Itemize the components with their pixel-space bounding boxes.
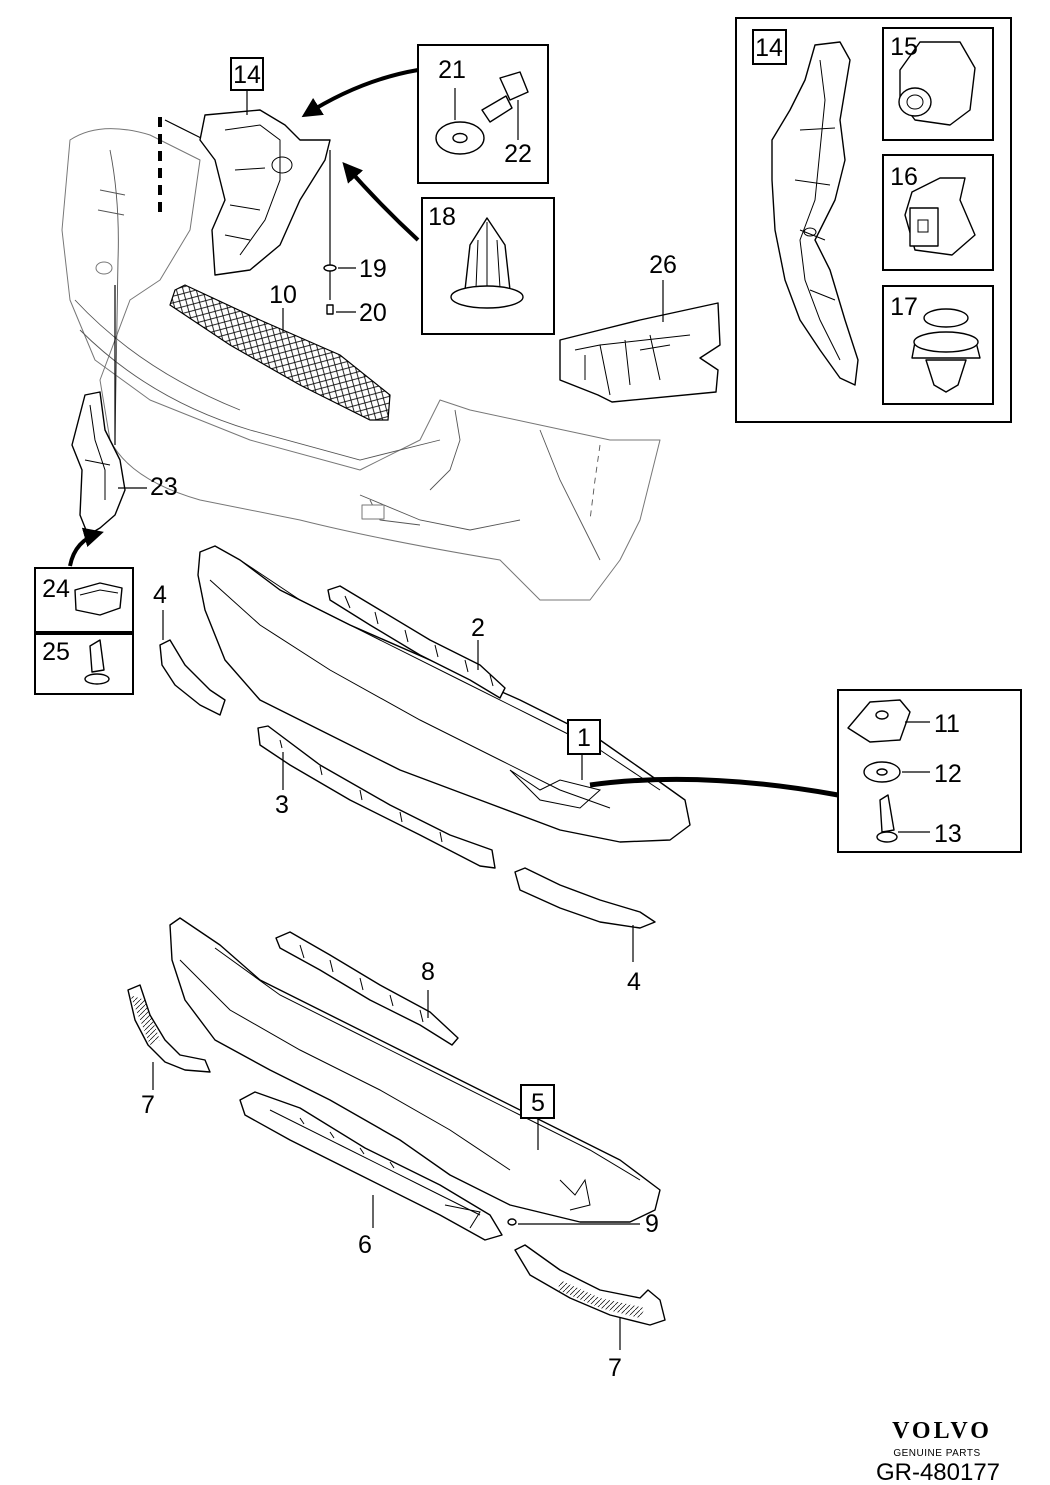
- callout-15: 15: [890, 33, 918, 61]
- part-18-push-rivet: [450, 217, 524, 309]
- callout-6: 6: [358, 1231, 372, 1259]
- part-24-clip: [74, 582, 123, 616]
- genuine-parts-tagline: GENUINE PARTS: [893, 1448, 980, 1459]
- callout-12: 12: [934, 760, 962, 788]
- callout-24: 24: [42, 575, 70, 603]
- part-4-trim-left: [159, 639, 226, 716]
- part-14-bracket: [199, 109, 331, 276]
- part-3-trim-strip: [257, 725, 496, 869]
- callout-20: 20: [359, 299, 387, 327]
- callout-13: 13: [934, 820, 962, 848]
- part-13-push-pin: [876, 794, 898, 843]
- callout-4-left: 4: [153, 581, 167, 609]
- part-6-skid-plate: [239, 1091, 503, 1241]
- callout-4-right: 4: [627, 968, 641, 996]
- callout-25: 25: [42, 638, 70, 666]
- callout-19: 19: [359, 255, 387, 283]
- part-4-trim-right: [514, 867, 656, 929]
- callout-7-right: 7: [608, 1354, 622, 1382]
- callout-box-1: [567, 719, 601, 755]
- callout-10: 10: [269, 281, 297, 309]
- callout-14-left: 14: [233, 61, 261, 89]
- part-25-push-pin: [84, 639, 110, 685]
- part-14-bracket-detail: [771, 41, 859, 386]
- part-8-retainer: [275, 931, 459, 1046]
- callout-box-14-right: [752, 29, 787, 65]
- part-21-washer: [435, 121, 485, 155]
- part-20-screw: [326, 304, 334, 315]
- part-22-bolt: [481, 71, 529, 123]
- part-2-retainer: [327, 585, 506, 699]
- part-12-washer: [863, 761, 901, 783]
- box-25: [34, 633, 134, 695]
- part-23-bracket: [71, 391, 126, 536]
- part-11-speed-nut: [847, 699, 911, 743]
- callout-16: 16: [890, 163, 918, 191]
- callout-21: 21: [438, 56, 466, 84]
- part-26-side-bracket: [559, 302, 721, 403]
- callout-1: 1: [577, 724, 591, 752]
- callout-17: 17: [890, 293, 918, 321]
- part-15-connector: [898, 41, 976, 126]
- callout-8: 8: [421, 958, 435, 986]
- diagram-reference-code: GR-480177: [876, 1459, 1000, 1485]
- box-21-22: [417, 44, 549, 184]
- callout-14-right: 14: [755, 34, 783, 62]
- part-7-trim-left: [127, 984, 211, 1073]
- part-17-push-clip: [911, 308, 981, 393]
- callout-2: 2: [471, 614, 485, 642]
- callout-22: 22: [504, 140, 532, 168]
- part-16-clip-nut: [904, 177, 976, 256]
- callout-5: 5: [531, 1089, 545, 1117]
- part-19-clip: [323, 264, 337, 272]
- callout-9: 9: [645, 1210, 659, 1238]
- part-7-trim-right: [514, 1244, 666, 1326]
- part-9-clip: [507, 1218, 517, 1226]
- callout-23: 23: [150, 473, 178, 501]
- callout-26: 26: [649, 251, 677, 279]
- volvo-logo: VOLVO: [892, 1418, 992, 1444]
- callout-11: 11: [934, 710, 960, 738]
- callout-box-14-left: [230, 57, 264, 91]
- part-10-grille: [169, 284, 391, 421]
- callout-7-left: 7: [141, 1091, 155, 1119]
- part-1-bumper-skirt: [197, 545, 691, 843]
- car-rear-body: [61, 128, 661, 601]
- callout-3: 3: [275, 791, 289, 819]
- callout-18: 18: [428, 203, 456, 231]
